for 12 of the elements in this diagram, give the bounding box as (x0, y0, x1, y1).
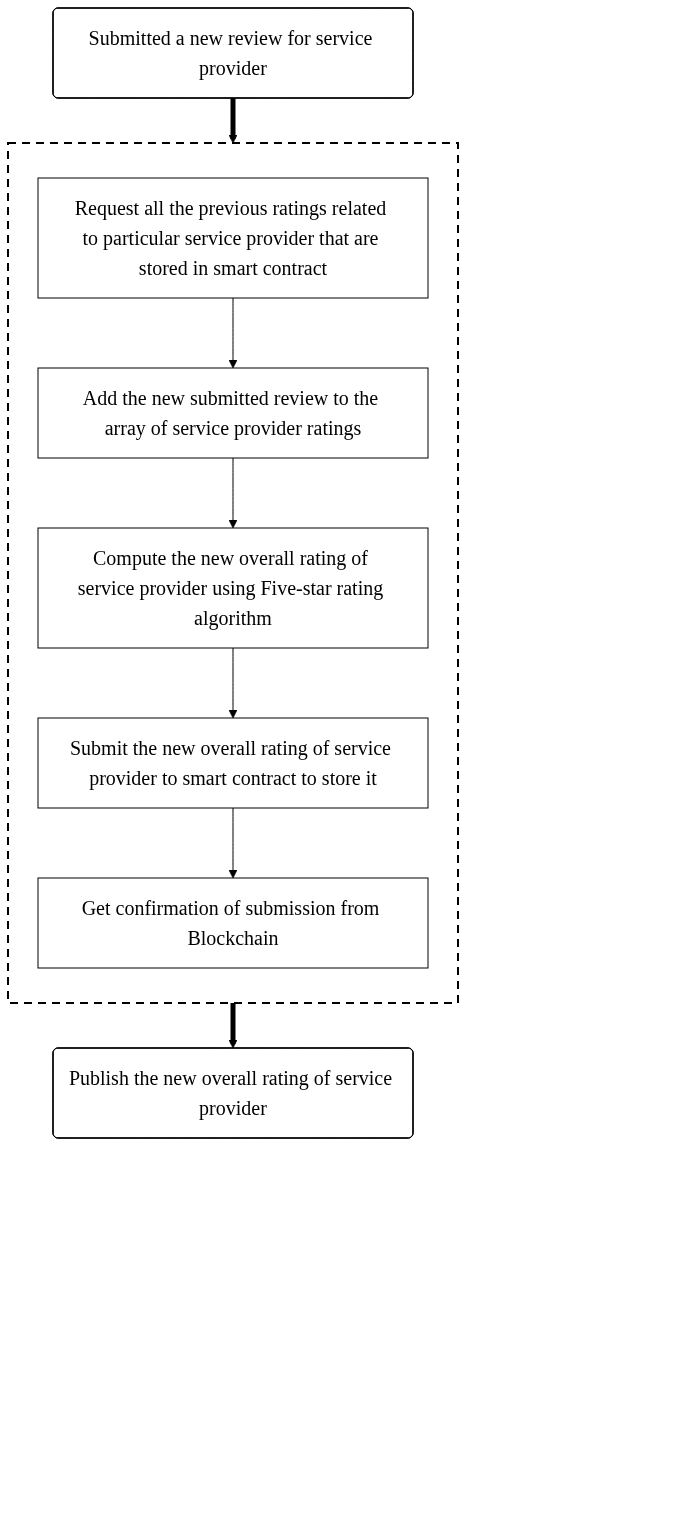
arrow (228, 457, 238, 529)
arrow (228, 1003, 238, 1049)
cluster (7, 142, 459, 1004)
arrow (228, 647, 238, 719)
arrow (228, 297, 238, 369)
node-box: Get confirmation of submission from Blockchain (37, 877, 429, 969)
node-box: Request all the previous ratings related to particular service provider that are stored in smart contract (37, 177, 429, 299)
arrow (228, 98, 238, 144)
node-box: Compute the new overall rating of service provider using Five-star rating algorithm (37, 527, 429, 649)
arrow (228, 807, 238, 879)
node-box: Add the new submitted review to the array of service provider ratings (37, 367, 429, 459)
node-box: Submit the new overall rating of service provider to smart contract to store it (37, 717, 429, 809)
